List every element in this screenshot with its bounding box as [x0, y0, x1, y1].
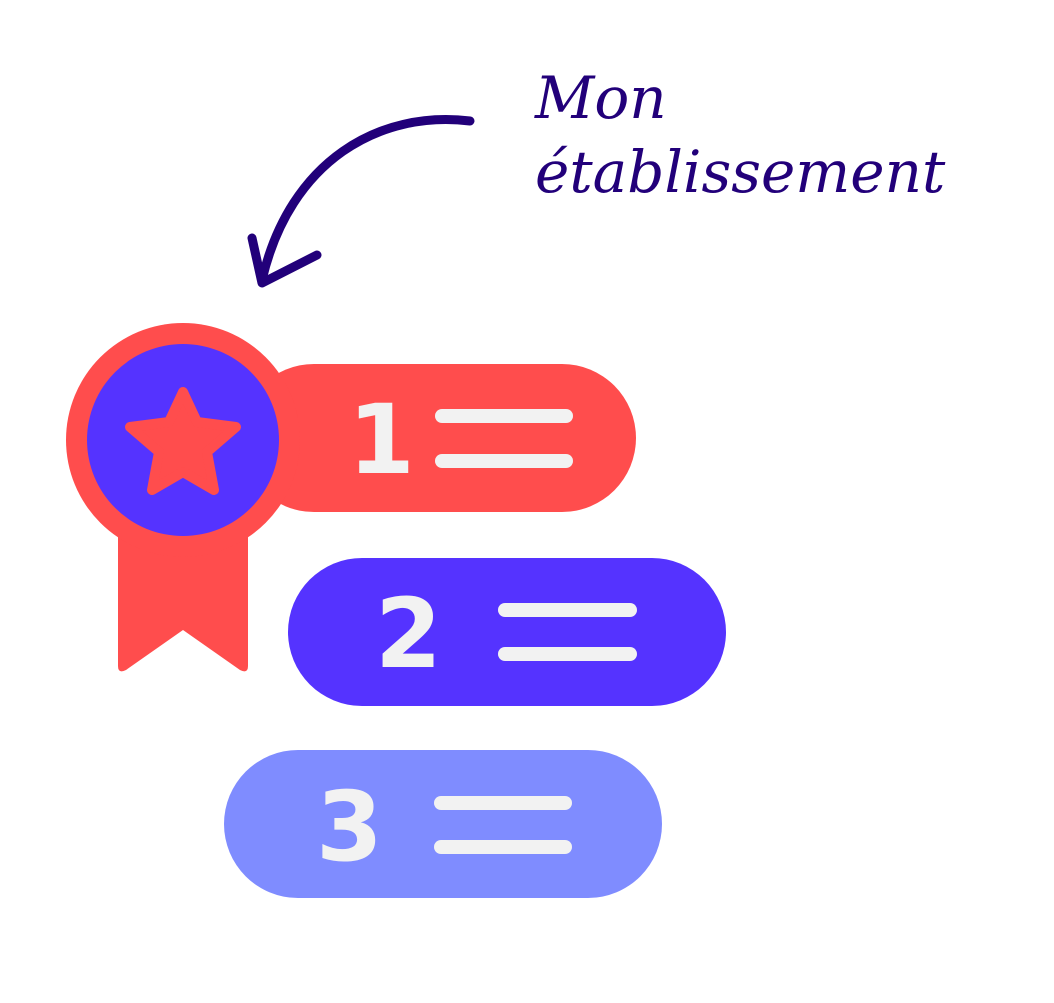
rank-bar-1 [240, 364, 636, 512]
rank-number-2: 2 [375, 578, 442, 690]
annotation-line2: établissement [535, 138, 946, 206]
rank-bar-2 [288, 558, 726, 706]
rank-bar-3 [224, 750, 662, 898]
star-icon [125, 387, 241, 495]
annotation-line1: Mon [534, 64, 667, 132]
rank-number-3: 3 [316, 771, 383, 883]
text-lines-icon [435, 409, 573, 468]
text-lines-icon [434, 796, 572, 854]
rank-number-1: 1 [348, 384, 415, 496]
text-lines-icon [498, 603, 637, 661]
curved-arrow-icon [247, 115, 475, 288]
